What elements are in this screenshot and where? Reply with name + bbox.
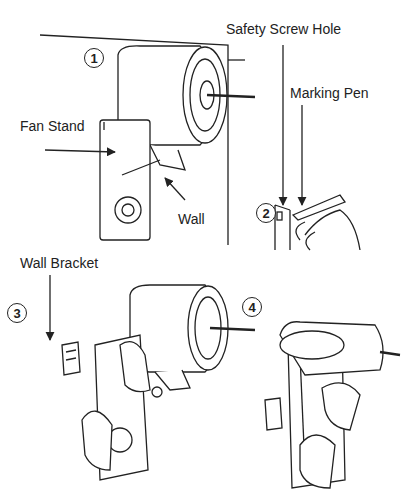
panel-two-drawing <box>275 45 360 250</box>
panel-three-drawing <box>50 275 255 480</box>
callout-number-text: 1 <box>90 52 97 65</box>
panel-one-drawing <box>40 35 255 245</box>
callout-number: 2 <box>256 203 276 223</box>
callout-number: 1 <box>84 48 104 68</box>
callout-number-text: 4 <box>248 301 255 314</box>
part-label: Safety Screw Hole <box>226 22 341 37</box>
part-label: Wall Bracket <box>20 256 98 271</box>
callout-number: 4 <box>242 297 262 317</box>
part-label: Fan Stand <box>20 119 85 134</box>
callout-number-text: 2 <box>262 207 269 220</box>
callout-number: 3 <box>7 303 27 323</box>
part-label: Marking Pen <box>290 86 369 101</box>
callout-number-text: 3 <box>13 307 20 320</box>
part-label: Wall <box>178 212 205 227</box>
panel-four-drawing <box>265 322 400 488</box>
